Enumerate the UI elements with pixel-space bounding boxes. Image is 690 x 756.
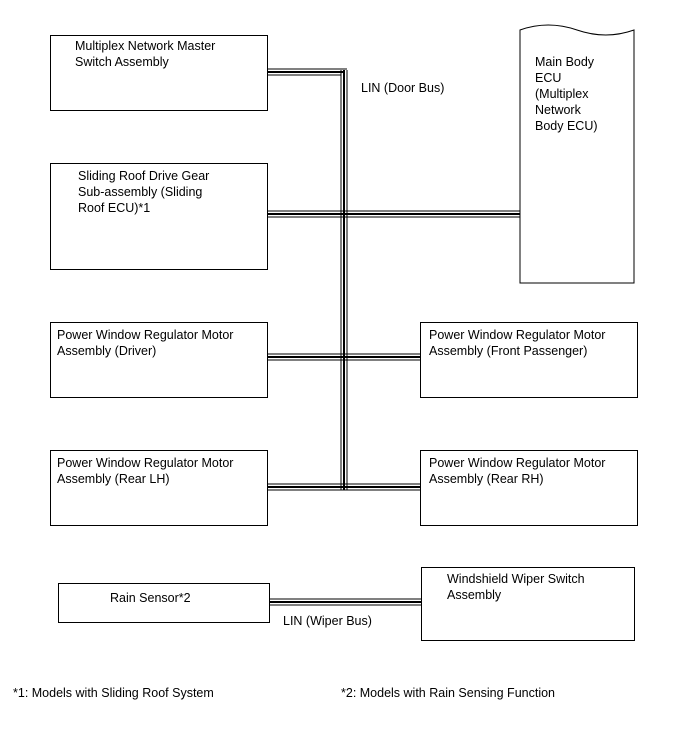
wiper-switch-node	[421, 567, 635, 641]
pw-front-passenger-label: Power Window Regulator Motor Assembly (F…	[429, 328, 606, 358]
door-bus	[267, 68, 520, 491]
footnote-2: *2: Models with Rain Sensing Function	[341, 686, 556, 700]
pw-driver-node	[50, 322, 268, 398]
door-bus-branch-front-windows	[267, 353, 421, 361]
wiper-bus	[269, 598, 422, 606]
door-bus-branch-rear-windows	[267, 483, 421, 491]
main-body-ecu-shape	[519, 24, 635, 284]
footnote-1: *1: Models with Sliding Roof System	[13, 686, 214, 700]
rain-sensor-label: Rain Sensor*2	[110, 591, 191, 605]
pw-rear-lh-label: Power Window Regulator Motor Assembly (R…	[57, 456, 234, 486]
pw-front-passenger-node	[420, 322, 638, 398]
pw-rear-lh-node	[50, 450, 268, 526]
wiper-switch-label: Windshield Wiper Switch Assembly	[447, 572, 585, 602]
sliding-roof-label: Sliding Roof Drive Gear Sub-assembly (Sl…	[78, 169, 210, 215]
sliding-roof-node	[50, 163, 268, 270]
rain-sensor-node	[58, 583, 270, 623]
door-bus-trunk	[340, 70, 348, 490]
master-switch-label: Multiplex Network Master Switch Assembly	[75, 39, 216, 69]
pw-driver-label: Power Window Regulator Motor Assembly (D…	[57, 328, 234, 358]
door-bus-label: LIN (Door Bus)	[361, 81, 445, 95]
pw-rear-rh-label: Power Window Regulator Motor Assembly (R…	[429, 456, 606, 486]
main-body-ecu-label: Main Body ECU (Multiplex Network Body EC…	[535, 55, 598, 133]
door-bus-branch-master	[267, 68, 347, 76]
wiper-bus-label: LIN (Wiper Bus)	[283, 614, 372, 628]
door-bus-branch-roof-ecu	[267, 210, 520, 218]
master-switch-node	[50, 35, 268, 111]
pw-rear-rh-node	[420, 450, 638, 526]
